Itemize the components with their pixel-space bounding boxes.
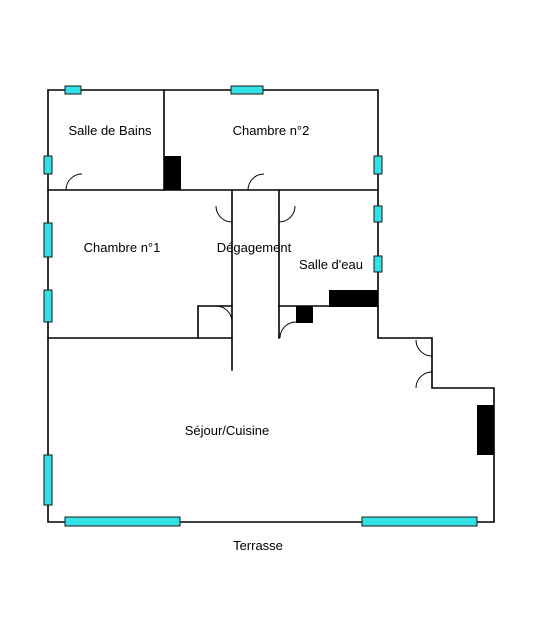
fixture-sejour-right bbox=[477, 405, 494, 455]
label-chambre-2: Chambre n°2 bbox=[233, 123, 310, 138]
room-labels: Salle de Bains Chambre n°2 Chambre n°1 D… bbox=[68, 123, 363, 553]
window-left-salle-de-bains bbox=[43, 155, 53, 175]
window-top-chambre-2 bbox=[230, 85, 264, 95]
windows bbox=[43, 85, 478, 527]
window-bottom-sejour-right bbox=[361, 516, 478, 527]
window-right-salle-deau-upper bbox=[373, 205, 383, 223]
label-degagement: Dégagement bbox=[217, 240, 292, 255]
door-sejour-jog bbox=[415, 339, 433, 357]
fixture-chambre-2 bbox=[164, 156, 181, 190]
window-left-sejour bbox=[43, 454, 53, 506]
fixtures bbox=[164, 156, 494, 455]
window-bottom-sejour-left bbox=[64, 516, 181, 527]
window-left-chambre-1-lower bbox=[43, 289, 53, 323]
exterior-walls bbox=[47, 89, 495, 523]
door-salle-deau bbox=[278, 205, 296, 223]
label-sejour-cuisine: Séjour/Cuisine bbox=[185, 423, 270, 438]
label-salle-deau: Salle d'eau bbox=[299, 257, 363, 272]
window-top-salle-de-bains bbox=[64, 85, 82, 95]
window-right-chambre-2 bbox=[373, 155, 383, 175]
door-salle-de-bains bbox=[65, 173, 83, 191]
fixture-salle-deau-corner bbox=[296, 306, 313, 323]
window-left-chambre-1-upper bbox=[43, 222, 53, 258]
fixture-salle-deau-wall bbox=[329, 290, 378, 307]
door-chambre-2 bbox=[247, 173, 265, 191]
window-right-salle-deau-lower bbox=[373, 255, 383, 273]
door-swings bbox=[65, 173, 433, 389]
label-salle-de-bains: Salle de Bains bbox=[68, 123, 152, 138]
label-chambre-1: Chambre n°1 bbox=[84, 240, 161, 255]
door-chambre-1 bbox=[215, 205, 233, 223]
interior-walls bbox=[47, 89, 379, 371]
label-terrasse: Terrasse bbox=[233, 538, 283, 553]
door-terrasse-side bbox=[415, 371, 433, 389]
door-degagement-right bbox=[279, 321, 297, 339]
door-degagement-left bbox=[215, 305, 233, 323]
